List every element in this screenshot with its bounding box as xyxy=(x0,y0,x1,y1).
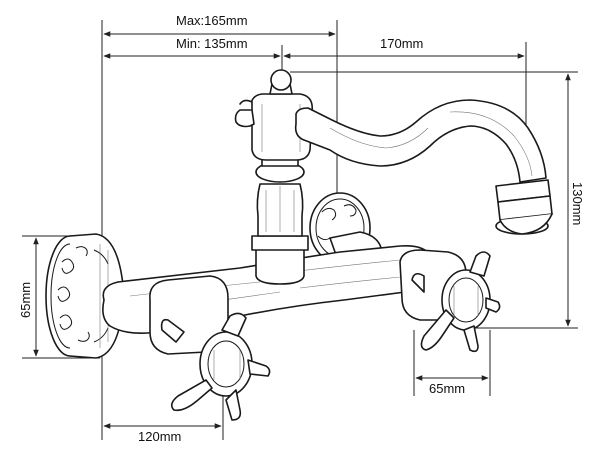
faucet-drawing xyxy=(45,69,553,421)
central-column xyxy=(251,149,309,285)
right-wall-flange xyxy=(309,192,383,267)
height-label: 130mm xyxy=(570,182,585,225)
max-reach-label: Max:165mm xyxy=(176,13,248,28)
min-reach-label: Min: 135mm xyxy=(176,36,248,51)
dimension-labels: Max:165mm Min: 135mm 170mm 130mm 65mm 65… xyxy=(18,13,585,444)
flange-diameter-label: 65mm xyxy=(18,282,33,318)
handle-width-label: 65mm xyxy=(429,381,465,396)
right-handle xyxy=(399,249,501,353)
top-lever xyxy=(234,69,314,161)
spout xyxy=(294,99,553,235)
center-distance-label: 120mm xyxy=(138,429,181,444)
left-handle xyxy=(149,275,271,421)
dimension-lines xyxy=(22,20,578,440)
spout-length-label: 170mm xyxy=(380,36,423,51)
